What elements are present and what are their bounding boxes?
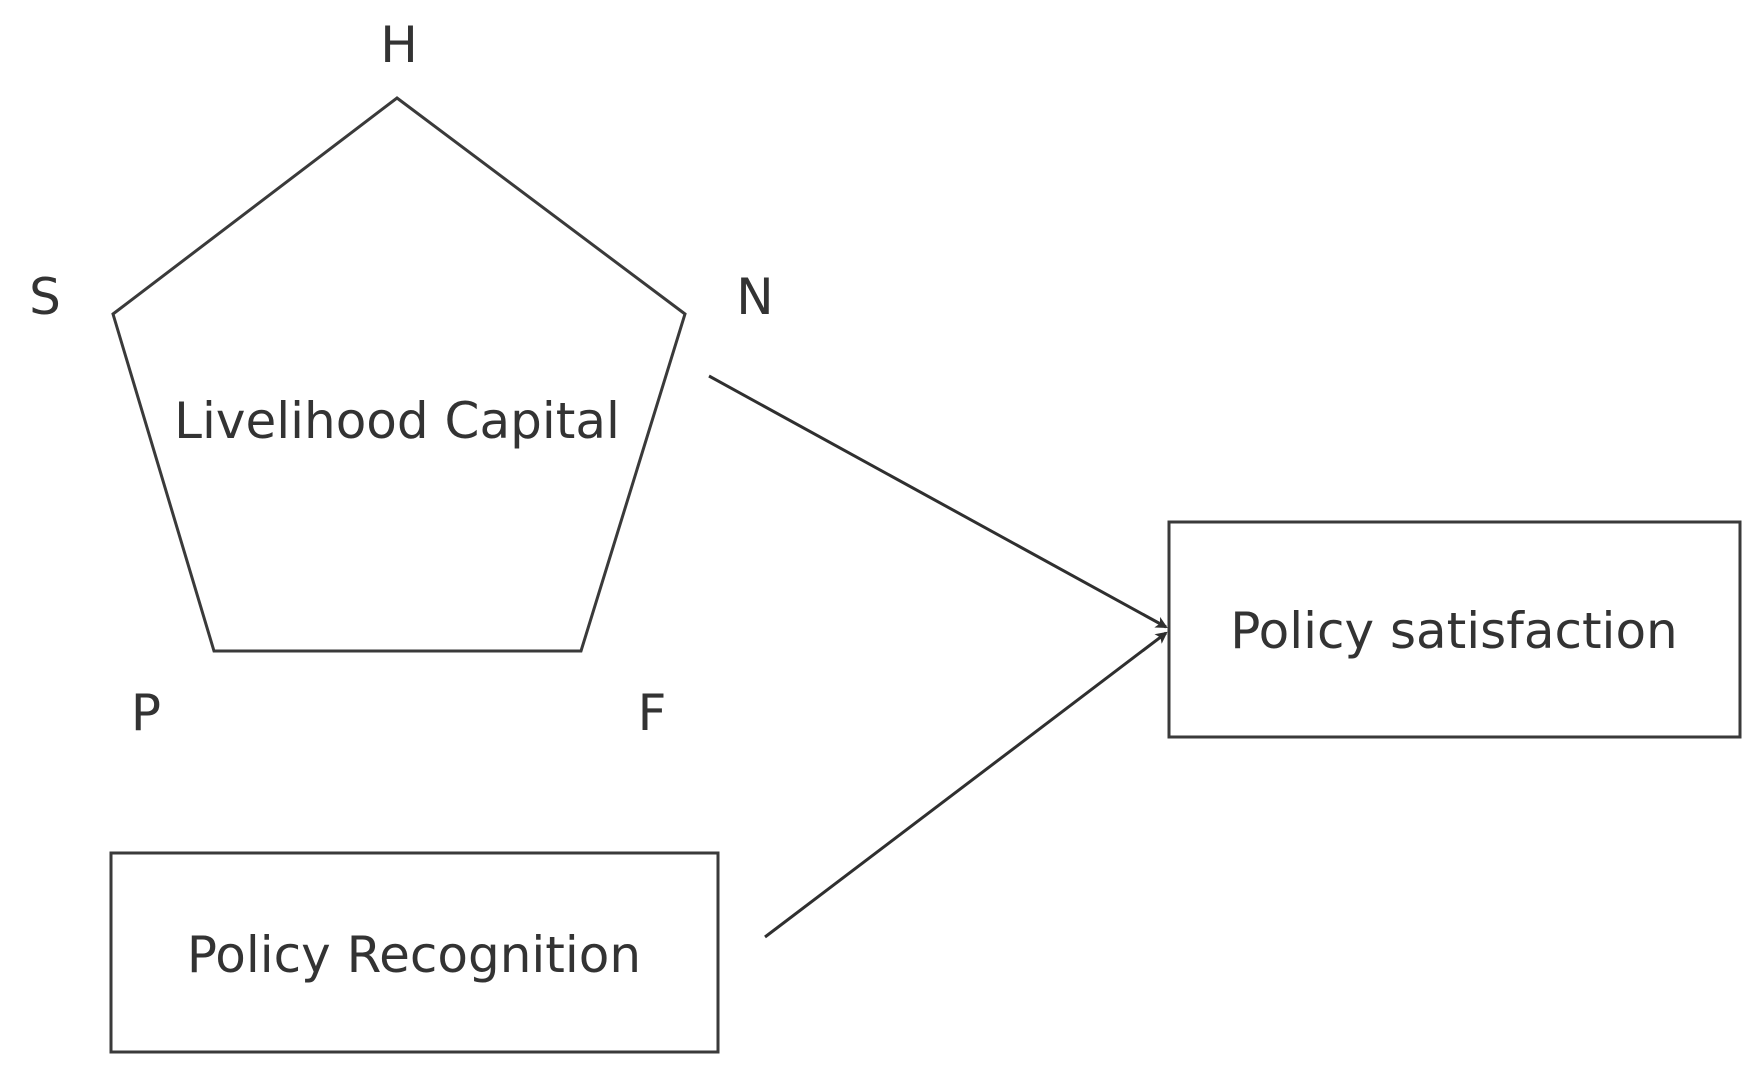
vertex-label-p: P [131, 684, 161, 742]
livelihood-capital-pentagon [111, 96, 687, 653]
vertex-label-h: H [380, 16, 418, 74]
policy-recognition-label: Policy Recognition [187, 926, 641, 984]
arrow-livelihood-to-satisfaction [708, 374, 1168, 629]
policy-recognition-box [109, 851, 720, 1054]
vertex-label-s: S [29, 268, 61, 326]
arrow-recognition-to-satisfaction [764, 631, 1168, 939]
policy-satisfaction-box [1167, 520, 1742, 739]
vertex-label-f: F [638, 684, 667, 742]
livelihood-capital-label: Livelihood Capital [174, 392, 620, 450]
policy-satisfaction-label: Policy satisfaction [1230, 602, 1677, 660]
vertex-label-n: N [736, 268, 773, 326]
